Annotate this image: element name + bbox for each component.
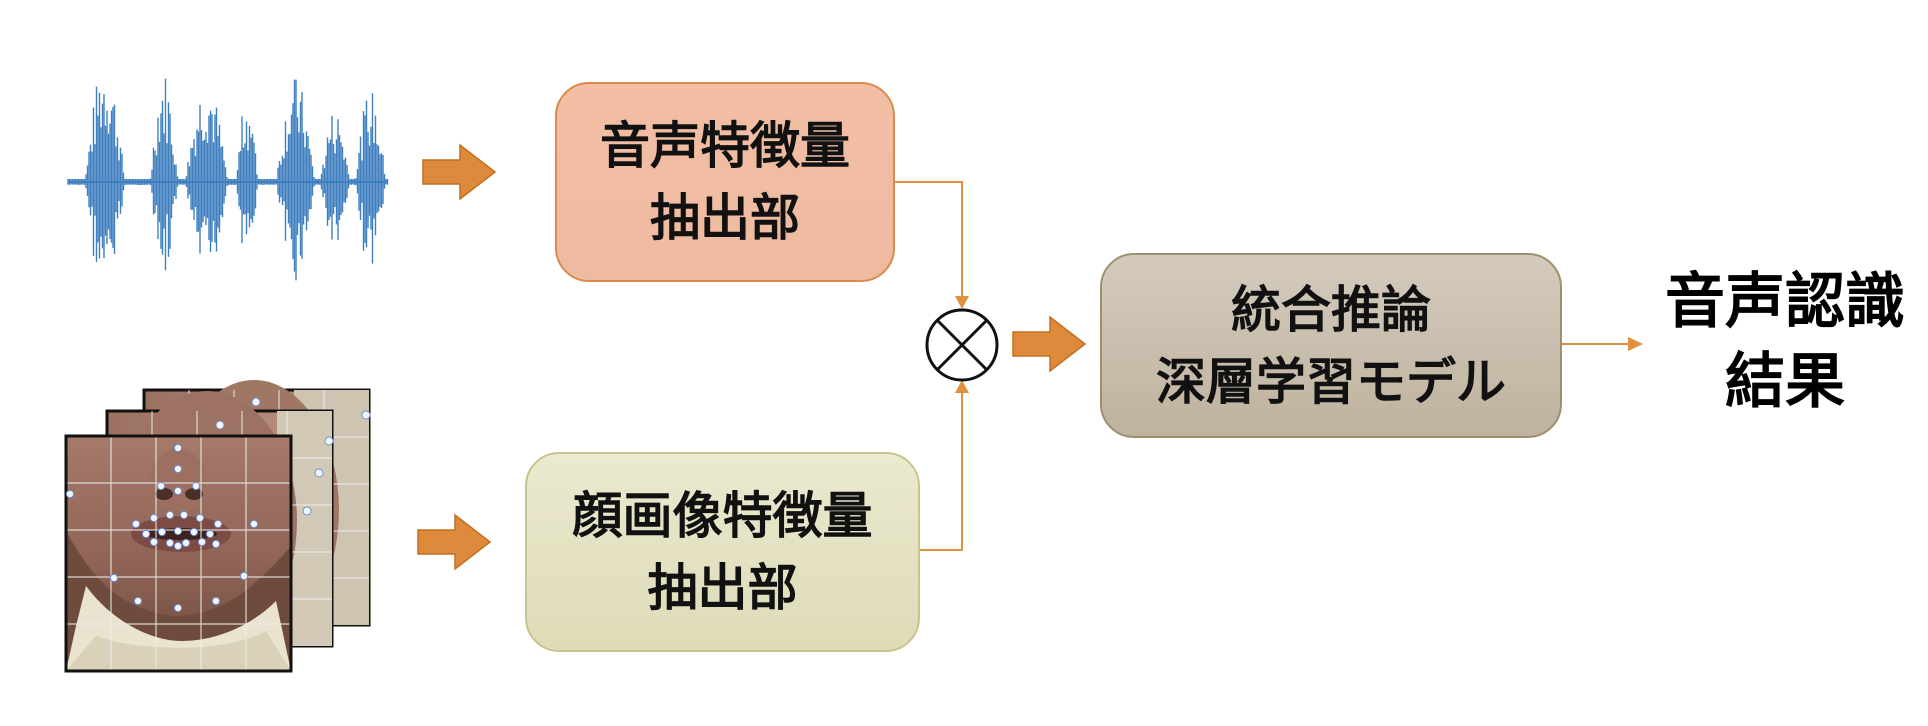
face-extractor-line1: 顔画像特徴量 <box>572 487 873 545</box>
audio-extractor-line1: 音声特徴量 <box>600 117 850 175</box>
audio-input-arrow <box>422 143 497 201</box>
audio-feature-extractor-box: 音声特徴量 抽出部 <box>555 82 895 282</box>
result-connector-arrowhead <box>1628 337 1643 351</box>
face-to-fusion-connector <box>920 390 963 551</box>
circled-times-icon <box>925 308 999 382</box>
fusion-model-line1: 統合推論 <box>1231 280 1431 339</box>
result-line2: 結果 <box>1725 347 1845 417</box>
fusion-model-line2: 深層学習モデル <box>1156 352 1506 411</box>
face-extractor-line2: 抽出部 <box>647 559 798 617</box>
fusion-output-arrow <box>1012 315 1087 373</box>
face-input-arrow <box>417 513 492 571</box>
face-connector-arrowhead <box>955 380 969 393</box>
audio-to-fusion-connector <box>895 181 963 300</box>
result-line1: 音声認識 <box>1665 267 1905 337</box>
audio-extractor-line2: 抽出部 <box>650 189 800 247</box>
recognition-result-label: 音声認識 結果 <box>1650 262 1920 422</box>
fusion-model-box: 統合推論 深層学習モデル <box>1100 253 1562 438</box>
face-feature-extractor-box: 顔画像特徴量 抽出部 <box>525 452 920 652</box>
face-landmark-stack-icon <box>64 380 371 673</box>
waveform-icon <box>67 78 389 281</box>
audio-connector-arrowhead <box>955 296 969 309</box>
